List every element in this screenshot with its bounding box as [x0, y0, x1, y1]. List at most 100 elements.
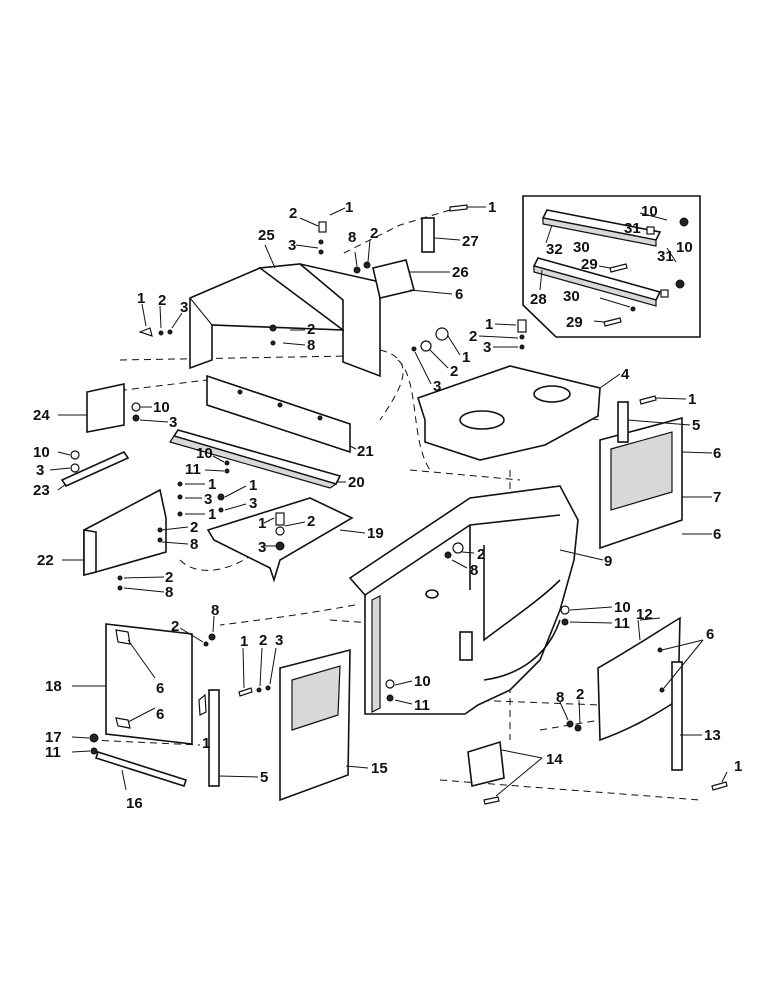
part-22-bracket — [62, 488, 189, 593]
callout-label: 8 — [211, 602, 219, 619]
callout-label: 29 — [581, 256, 598, 273]
part-26-27-plates — [372, 204, 486, 299]
callout-label: 31 — [657, 248, 674, 265]
part-14-cover — [467, 740, 543, 805]
part-21-panel — [206, 374, 357, 454]
inset-assembly — [522, 195, 701, 338]
callout-label: 1 — [462, 349, 470, 366]
callout-label: 1 — [345, 199, 353, 216]
callout-label: 18 — [45, 678, 62, 695]
callout-label: 5 — [260, 769, 268, 786]
callout-label: 2 — [171, 618, 179, 635]
callout-label: 1 — [688, 391, 696, 408]
callout-label: 11 — [414, 697, 430, 714]
callout-label: 15 — [371, 760, 388, 777]
callout-label: 5 — [692, 417, 700, 434]
callout-label: 6 — [156, 680, 164, 697]
callout-label: 8 — [165, 584, 173, 601]
callout-label: 8 — [470, 562, 478, 579]
callout-label: 2 — [370, 225, 378, 242]
callout-label: 10 — [33, 444, 50, 461]
callout-label: 6 — [713, 445, 721, 462]
hardware-mid-left — [177, 455, 247, 517]
callout-label: 1 — [249, 477, 257, 494]
callout-label: 23 — [33, 482, 50, 499]
callout-label: 14 — [546, 751, 563, 768]
callout-label: 17 — [45, 729, 62, 746]
callout-label: 11 — [45, 744, 61, 761]
callout-label: 3 — [433, 378, 441, 395]
callout-label: 3 — [180, 299, 188, 316]
part-4-top-plate — [411, 319, 621, 461]
callout-label: 3 — [249, 495, 257, 512]
part-25-cowl — [189, 207, 381, 378]
callout-label: 1 — [258, 515, 266, 532]
callout-label: 10 — [641, 203, 658, 220]
callout-label: 30 — [563, 288, 580, 305]
callout-label: 4 — [621, 366, 630, 383]
callout-label: 31 — [624, 220, 641, 237]
callout-label: 10 — [153, 399, 170, 416]
callout-label: 3 — [258, 539, 266, 556]
part-20-strip — [169, 429, 346, 489]
callout-label: 3 — [483, 339, 491, 356]
callout-label: 2 — [259, 632, 267, 649]
callout-label: 16 — [126, 795, 143, 812]
callout-label: 8 — [307, 337, 315, 354]
callout-label: 12 — [636, 606, 653, 623]
part-7-grille-panel — [599, 395, 713, 550]
callout-label: 3 — [36, 462, 44, 479]
callout-label: 27 — [462, 233, 479, 250]
callout-label: 1 — [202, 735, 210, 752]
callout-label: 6 — [156, 706, 164, 723]
part-24-bracket — [58, 383, 169, 433]
callout-label: 25 — [258, 227, 275, 244]
part-23-bracket — [49, 450, 130, 491]
part-5-hinge — [198, 689, 259, 787]
housing-leaders — [394, 606, 661, 705]
callout-label: 6 — [455, 286, 463, 303]
callout-label: 1 — [488, 199, 496, 216]
callout-label: 6 — [713, 526, 721, 543]
callout-label: 8 — [348, 229, 356, 246]
callout-label: 21 — [357, 443, 374, 460]
callout-label: 1 — [208, 476, 216, 493]
callout-label: 28 — [530, 291, 547, 308]
callout-label: 6 — [706, 626, 714, 643]
part-16-strip — [71, 733, 188, 791]
callout-label: 7 — [713, 489, 721, 506]
callout-label: 11 — [185, 461, 201, 478]
callout-label: 2 — [576, 686, 584, 703]
callout-label: 2 — [307, 321, 315, 338]
callout-label: 3 — [275, 632, 283, 649]
callout-label: 32 — [546, 241, 563, 258]
callout-label: 3 — [204, 491, 212, 508]
callout-label: 2 — [165, 569, 173, 586]
callout-label: 2 — [307, 513, 315, 530]
callout-label: 2 — [450, 363, 458, 380]
callout-label: 3 — [288, 237, 296, 254]
callout-label: 30 — [573, 239, 590, 256]
callout-label: 2 — [477, 546, 485, 563]
callout-label: 10 — [676, 239, 693, 256]
callout-label: 22 — [37, 552, 54, 569]
callout-label: 20 — [348, 474, 365, 491]
callout-label: 1 — [137, 290, 145, 307]
callout-label: 2 — [469, 328, 477, 345]
callout-label: 1 — [208, 506, 216, 523]
callout-label: 2 — [158, 292, 166, 309]
callout-label: 2 — [289, 205, 297, 222]
callout-label: 26 — [452, 264, 469, 281]
part-19-plate — [206, 497, 366, 583]
part-9-housing — [348, 485, 604, 715]
part-12-13-side — [559, 616, 728, 791]
callout-label: 10 — [196, 445, 213, 462]
callout-label: 8 — [556, 689, 564, 706]
callout-label: 13 — [704, 727, 721, 744]
callout-label: 2 — [190, 519, 198, 536]
callout-label: 1 — [485, 316, 493, 333]
hardware-1-2-3-left — [138, 303, 183, 337]
callout-label: 9 — [604, 553, 612, 570]
part-15-grille-panel — [238, 647, 369, 802]
